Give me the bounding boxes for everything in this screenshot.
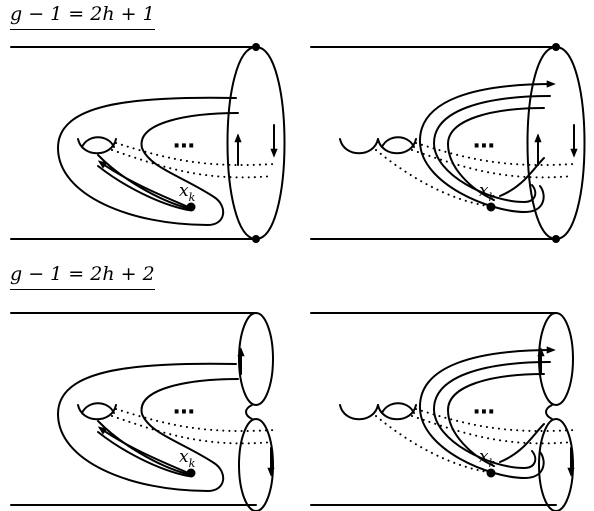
dotted-back-curve-1 [111,415,274,445]
left-hole-curve [339,404,379,421]
case-label-odd-underline [10,28,155,30]
nested-loop-inner [447,107,545,201]
boundary-top-point [552,43,560,51]
arc-to-hole-inner [97,420,188,475]
point-xk-subscript: k [489,191,496,204]
ellipsis-more-handles: ⋯ [473,134,495,159]
boundary-bottom-point [552,235,560,243]
upper-boundary-circle [538,312,574,406]
loop-around-handle [57,96,239,226]
dotted-back-curve-1 [111,149,274,179]
hole-lower-curve [77,404,117,421]
point-xk [186,202,196,212]
left-hole-curve [339,138,379,155]
arc-to-hole-upper [97,160,187,207]
upper-boundary-circle [238,312,274,406]
arc-to-hole-upper [97,426,187,473]
arc-to-hole-lower [97,431,189,477]
ellipsis-more-handles: ⋯ [473,400,495,425]
point-xk [186,468,196,478]
nested-loop-outer [418,346,556,479]
hole-lower-curve [77,138,117,155]
hole-upper-curve [381,402,415,414]
panel-top-right: ⋯xk [310,43,586,243]
hole-lower-curve [377,138,417,155]
ellipsis-more-handles: ⋯ [173,400,195,425]
lower-boundary-circle [238,418,274,511]
nested-loop-inner [447,373,545,467]
nested-loop-tail [499,423,545,463]
hole-upper-curve [381,136,415,148]
dotted-back-curve-1 [411,149,574,179]
panel-top-left: ⋯xk [10,43,286,243]
case-label-even: g − 1 = 2h + 2 [10,263,155,290]
hole-lower-curve [377,404,417,421]
arc-to-hole-lower [97,165,189,211]
nested-loop-tail [499,157,545,197]
boundary-front-arc [526,46,557,240]
boundary-back-arc [555,46,586,240]
boundary-bottom-point [252,235,260,243]
hole-upper-curve [81,402,115,414]
circle-junction [245,404,253,420]
case-label-odd: g − 1 = 2h + 1 [10,3,155,30]
boundary-top-point [252,43,260,51]
dotted-back-curve-2 [115,142,275,167]
point-xk-subscript: k [189,457,196,470]
case-label-even-text: g − 1 = 2h + 2 [10,263,155,285]
panel-bottom-left: ⋯xk [10,312,275,511]
point-xk-subscript: k [189,191,196,204]
loop-around-handle [57,362,239,492]
circle-junction [545,404,553,420]
nested-loop-middle [433,361,551,469]
dotted-back-curve-2 [115,408,275,433]
panel-bottom-right: ⋯xk [310,312,575,511]
lower-boundary-circle [538,418,574,511]
case-label-even-underline [10,288,155,290]
point-xk-subscript: k [489,457,496,470]
boundary-back-arc [255,46,286,240]
ellipsis-more-handles: ⋯ [173,134,195,159]
boundary-front-arc [226,46,257,240]
case-label-odd-text: g − 1 = 2h + 1 [10,3,155,25]
arc-to-hole-inner [97,154,188,209]
hole-upper-curve [81,136,115,148]
nested-loop-middle [433,95,551,203]
dotted-back-curve-1 [411,415,574,445]
nested-loop-outer [418,80,556,213]
